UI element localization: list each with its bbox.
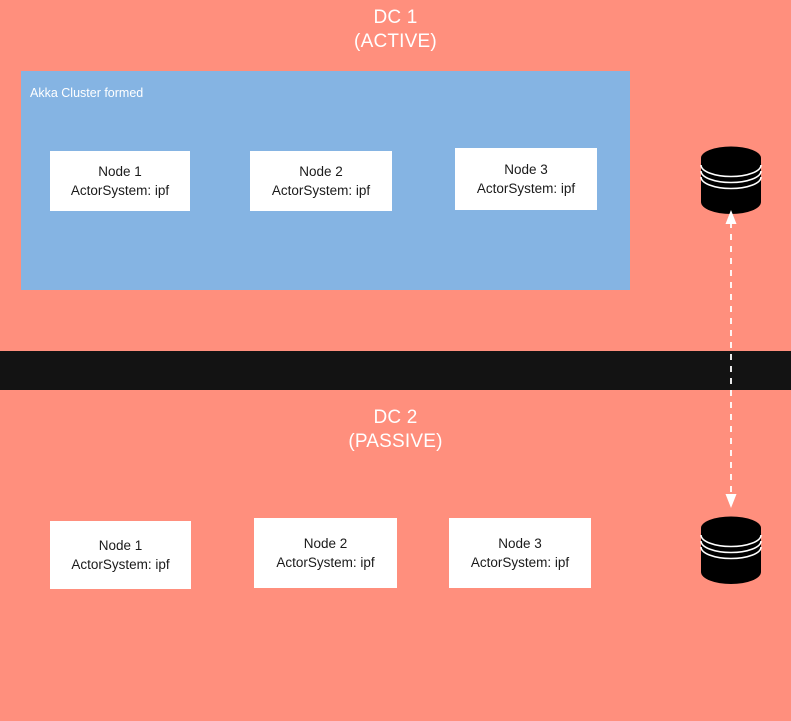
database-cylinder-icon[interactable] xyxy=(698,516,764,586)
datacenter-zone-dc1: DC 1 (ACTIVE) Akka Cluster formed Node 1… xyxy=(0,0,791,351)
node-name: Node 3 xyxy=(498,536,542,551)
node-actorsystem: ActorSystem: ipf xyxy=(70,183,170,198)
node-name: Node 2 xyxy=(299,164,343,179)
akka-cluster-formed-label: Akka Cluster formed xyxy=(30,86,144,100)
node-box-dc1-node-1[interactable]: Node 1 ActorSystem: ipf xyxy=(50,151,190,211)
node-actorsystem: ActorSystem: ipf xyxy=(71,557,170,572)
node-name: Node 1 xyxy=(98,538,143,553)
node-box-dc2-node-2[interactable]: Node 2 ActorSystem: ipf xyxy=(254,518,397,588)
node-box-dc1-node-3[interactable]: Node 3 ActorSystem: ipf xyxy=(455,148,597,210)
node-box-dc1-node-2[interactable]: Node 2 ActorSystem: ipf xyxy=(250,151,392,211)
dc2-zone-title: DC 2 (PASSIVE) xyxy=(348,407,443,452)
node-box-dc2-node-3[interactable]: Node 3 ActorSystem: ipf xyxy=(449,518,591,588)
database-cylinder-icon[interactable] xyxy=(698,146,764,216)
datacenter-divider-bar xyxy=(0,351,791,390)
node-name: Node 2 xyxy=(303,536,348,551)
node-actorsystem: ActorSystem: ipf xyxy=(470,555,570,570)
dc1-zone-title: DC 1 (ACTIVE) xyxy=(354,7,437,52)
node-box-dc2-node-1[interactable]: Node 1 ActorSystem: ipf xyxy=(50,521,191,589)
akka-cluster-container-dc1: Akka Cluster formed Node 1 ActorSystem: … xyxy=(21,71,630,290)
node-actorsystem: ActorSystem: ipf xyxy=(271,183,371,198)
node-actorsystem: ActorSystem: ipf xyxy=(276,555,375,570)
node-actorsystem: ActorSystem: ipf xyxy=(476,181,576,196)
node-name: Node 3 xyxy=(504,162,548,177)
node-name: Node 1 xyxy=(98,164,142,179)
